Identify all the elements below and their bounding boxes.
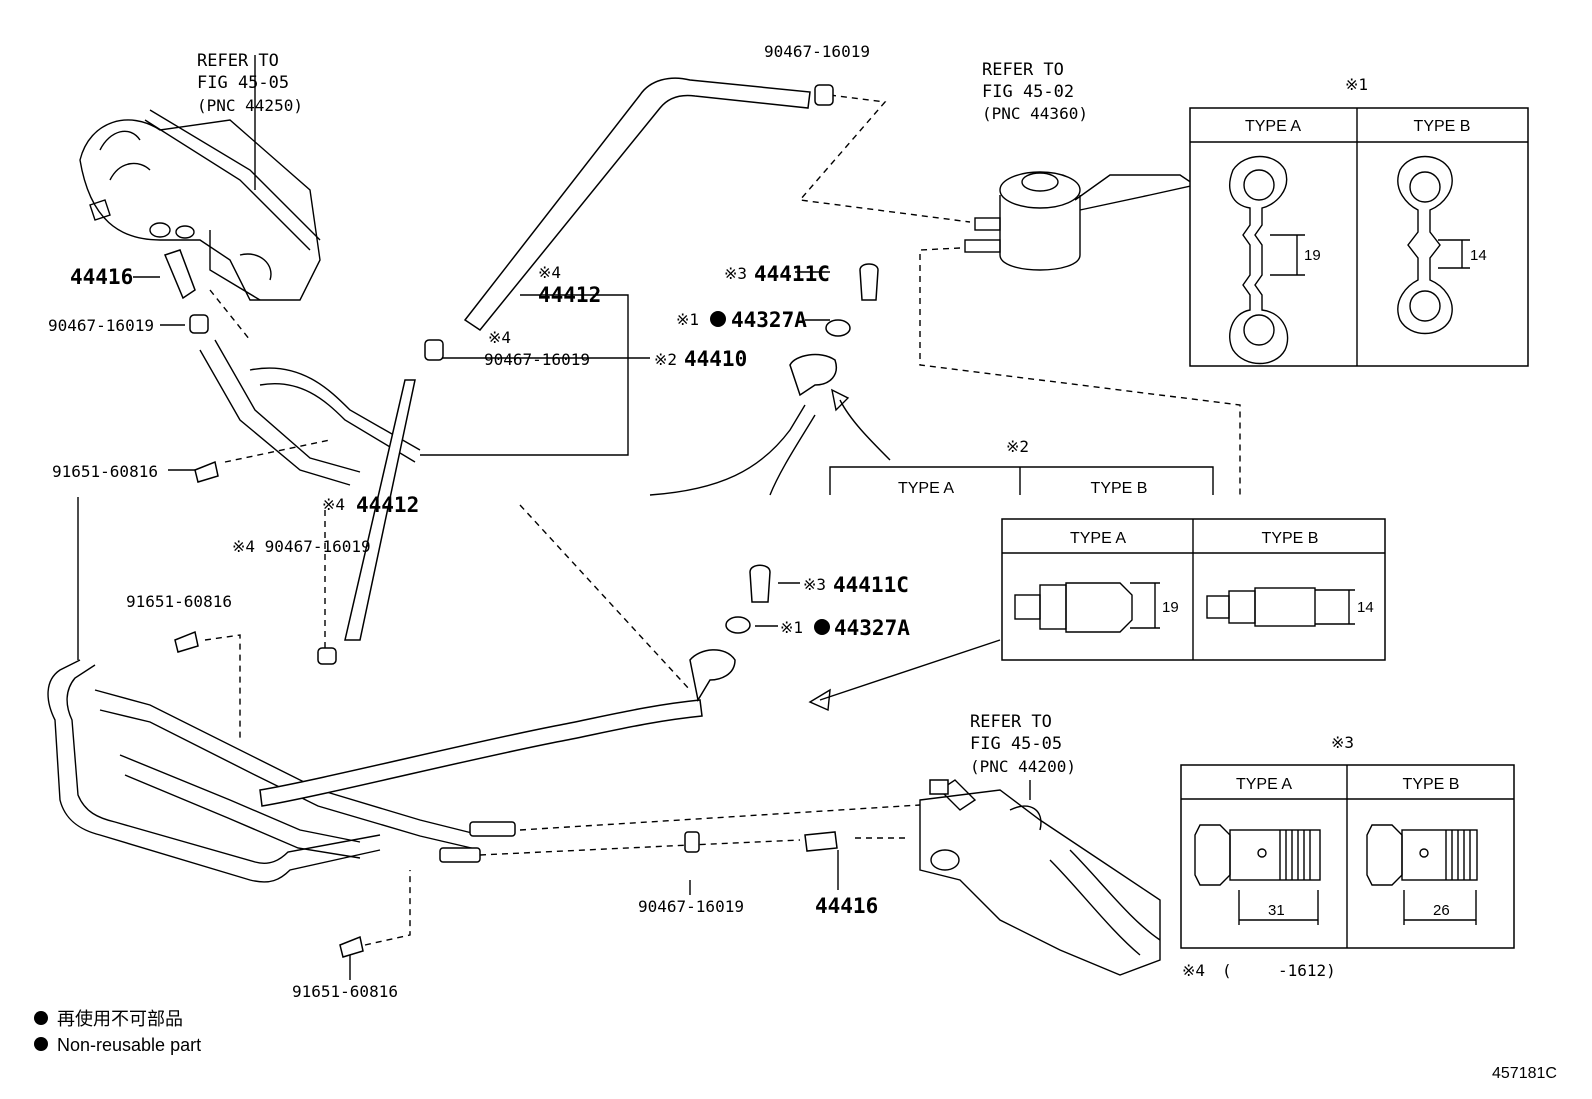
clamp-mid-icon: [424, 339, 444, 361]
part-gasket-44327A-upper: 44327A: [731, 308, 807, 332]
part-tube-mark: ※2: [654, 350, 677, 369]
part-hose-lower-44412: 44412: [356, 493, 419, 517]
part-gasket-upper-mark: ※1: [676, 310, 699, 329]
part-tube-44410: 44410: [684, 347, 747, 371]
banjo-upper-icon: [789, 353, 837, 397]
part-gasket-44327A-lower: 44327A: [834, 616, 910, 640]
legend-jp: 再使用不可部品: [57, 1009, 183, 1029]
refer-bottom-right: REFER TO FIG 45-05 (PNC 44200): [970, 712, 1076, 776]
refer-top-center: REFER TO FIG 45-02 (PNC 44360): [982, 60, 1088, 123]
part-44416-lower: 44416: [815, 894, 878, 918]
clamp-lower-left-icon: [317, 647, 337, 665]
table-mark: ※1: [1345, 75, 1368, 94]
refer-fig: FIG 45-05: [197, 73, 289, 93]
part-clamp-top-center: 90467-16019: [764, 42, 870, 61]
bullet-icon: [34, 1011, 48, 1025]
clamp-bottom-icon: [684, 831, 700, 853]
part-clamp-mid-mark: ※4: [488, 328, 511, 347]
bullet-icon: [34, 1037, 48, 1051]
union-44416-top-icon: [163, 249, 196, 300]
part-union-upper-mark: ※3: [724, 264, 747, 283]
part-clamp-lower-left: ※4 90467-16019: [232, 537, 371, 556]
type-b-header: TYPE B: [1403, 776, 1460, 793]
union-bolt-lower-icon: [749, 564, 771, 603]
gear-port-icon: [929, 779, 949, 795]
refer-fig: FIG 45-05: [970, 734, 1062, 754]
type-b-header: TYPE B: [1414, 118, 1471, 135]
part-hose-44412: 44412: [538, 283, 601, 307]
steering-gear-lower-illustration: [919, 779, 1161, 976]
dashed-leaders: [204, 94, 1241, 946]
dim-a: 19: [1162, 599, 1179, 616]
table-1: ※1 TYPE A TYPE B 19 14: [1189, 75, 1529, 367]
type-b-header: TYPE B: [1262, 530, 1319, 547]
part-union-44411C-lower: 44411C: [833, 573, 909, 597]
type-a-header: TYPE A: [1070, 530, 1126, 547]
note-mark: ※4: [1182, 961, 1205, 980]
bolt-left-icon: [194, 460, 219, 483]
bolt-bottom-icon: [339, 935, 364, 958]
dim-b: 26: [1433, 902, 1450, 919]
type-a-header: TYPE A: [1236, 776, 1292, 793]
clamp-top-center-icon: [814, 84, 834, 106]
bolt-mid-left-icon: [174, 630, 199, 653]
table-3: ※3 TYPE A TYPE B 31 26: [1180, 733, 1515, 949]
legend-en: Non-reusable part: [57, 1035, 201, 1055]
part-bolt-left: 91651-60816: [52, 462, 158, 481]
refer-pnc: (PNC 44200): [970, 757, 1076, 776]
banjo-lower-icon: [689, 649, 736, 703]
type-a-header: TYPE A: [1245, 118, 1301, 135]
part-clamp-upper-left: 90467-16019: [48, 316, 154, 335]
direction-arrows: [808, 388, 1001, 712]
dim-b: 14: [1357, 599, 1374, 616]
clamp-top-left-icon: [189, 314, 209, 334]
part-union-lower-mark: ※3: [803, 575, 826, 594]
pressure-tube-assembly: [47, 77, 816, 883]
gasket-lower-icon: [725, 616, 751, 634]
table-mark: ※3: [1331, 733, 1354, 752]
refer-pnc: (PNC 44250): [197, 96, 303, 115]
type-b-header: TYPE B: [1091, 480, 1148, 497]
union-bolt-upper-icon: [859, 263, 879, 301]
table-mark: ※2: [1006, 437, 1029, 456]
part-clamp-mid: 90467-16019: [484, 350, 590, 369]
tube-end-lower-icon: [439, 847, 481, 863]
refer-label: REFER TO: [970, 712, 1052, 732]
part-44416-upper: 44416: [70, 265, 133, 289]
part-gasket-lower-mark: ※1: [780, 618, 803, 637]
reservoir-illustration: [964, 171, 1197, 271]
type-a-header: TYPE A: [898, 480, 954, 497]
part-hose-lower-mark: ※4: [322, 495, 345, 514]
refer-label: REFER TO: [982, 60, 1064, 80]
part-bolt-bottom: 91651-60816: [292, 982, 398, 1001]
part-union-44411C-upper: 44411C: [754, 262, 830, 286]
part-clamp-bottom: 90467-16019: [638, 897, 744, 916]
dim-a: 19: [1304, 247, 1321, 264]
table-2-partial: ※2 TYPE A TYPE B: [829, 437, 1214, 497]
union-44416-bottom-icon: [804, 831, 838, 852]
refer-pnc: (PNC 44360): [982, 104, 1088, 123]
fittings: [163, 84, 949, 958]
part-bolt-mid-left: 91651-60816: [126, 592, 232, 611]
note-range: -1612): [1278, 961, 1336, 980]
refer-top-left: REFER TO FIG 45-05 (PNC 44250): [197, 51, 303, 115]
non-reusable-bullet-icon: [814, 619, 830, 635]
part-hose-mark: ※4: [538, 263, 561, 282]
steering-gear-upper-illustration: [79, 109, 321, 301]
refer-label: REFER TO: [197, 51, 279, 71]
legend: 再使用不可部品 Non-reusable part: [34, 1009, 201, 1055]
note-paren: (: [1222, 961, 1232, 980]
table-2: TYPE A TYPE B 19 14: [1001, 518, 1386, 661]
note-4: ※4 ( -1612): [1182, 961, 1336, 980]
refer-fig: FIG 45-02: [982, 82, 1074, 102]
dim-b: 14: [1470, 247, 1487, 264]
dim-a: 31: [1268, 902, 1285, 919]
gasket-upper-icon: [825, 319, 851, 337]
leader-lines: [133, 55, 1031, 980]
figure-id: 457181C: [1492, 1065, 1557, 1082]
non-reusable-bullet-icon: [710, 311, 726, 327]
tube-end-upper-icon: [469, 821, 516, 837]
